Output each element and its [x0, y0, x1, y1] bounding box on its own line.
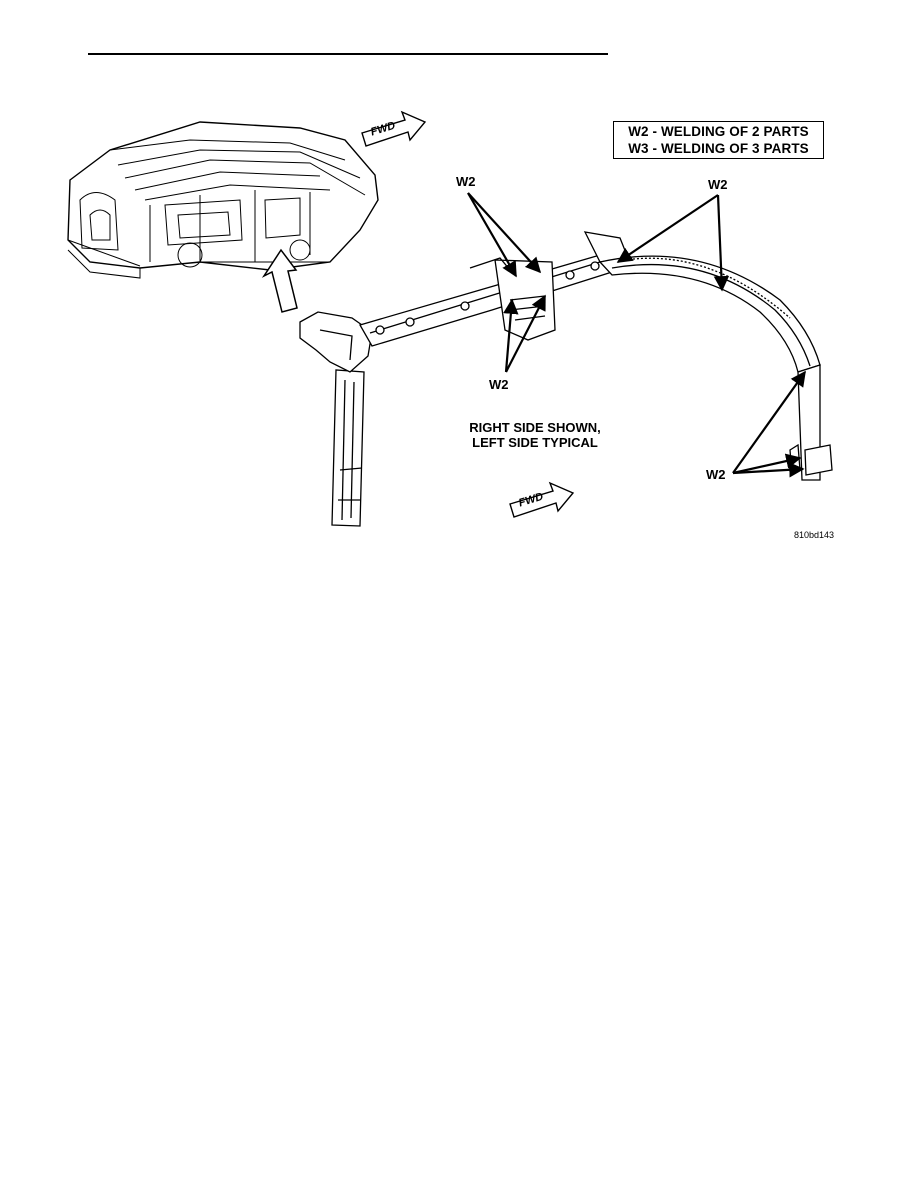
side-note-line1: RIGHT SIDE SHOWN,: [469, 420, 601, 435]
vehicle-body-illustration: [67, 121, 379, 279]
callout-w2-lower-right: W2: [706, 467, 726, 482]
side-note-line2: LEFT SIDE TYPICAL: [472, 435, 598, 450]
roof-rail-assembly: [299, 231, 833, 527]
legend-line-w2: W2 - WELDING OF 2 PARTS: [628, 124, 809, 139]
figure-number: 810bd143: [794, 530, 835, 540]
weld-arrows: [467, 192, 806, 478]
callout-w2-upper-left: W2: [456, 174, 476, 189]
fwd-arrow-bottom: [509, 481, 575, 518]
side-note: RIGHT SIDE SHOWN, LEFT SIDE TYPICAL: [440, 420, 630, 450]
fwd-arrow-top: [361, 110, 427, 147]
callout-w2-lower-middle: W2: [489, 377, 509, 392]
weld-diagram: [67, 110, 833, 527]
header-rule: [88, 53, 608, 55]
callout-w2-upper-right: W2: [708, 177, 728, 192]
weld-legend-box: W2 - WELDING OF 2 PARTS W3 - WELDING OF …: [613, 121, 824, 159]
pointer-arrow-up: [261, 248, 298, 313]
legend-line-w3: W3 - WELDING OF 3 PARTS: [628, 141, 809, 156]
